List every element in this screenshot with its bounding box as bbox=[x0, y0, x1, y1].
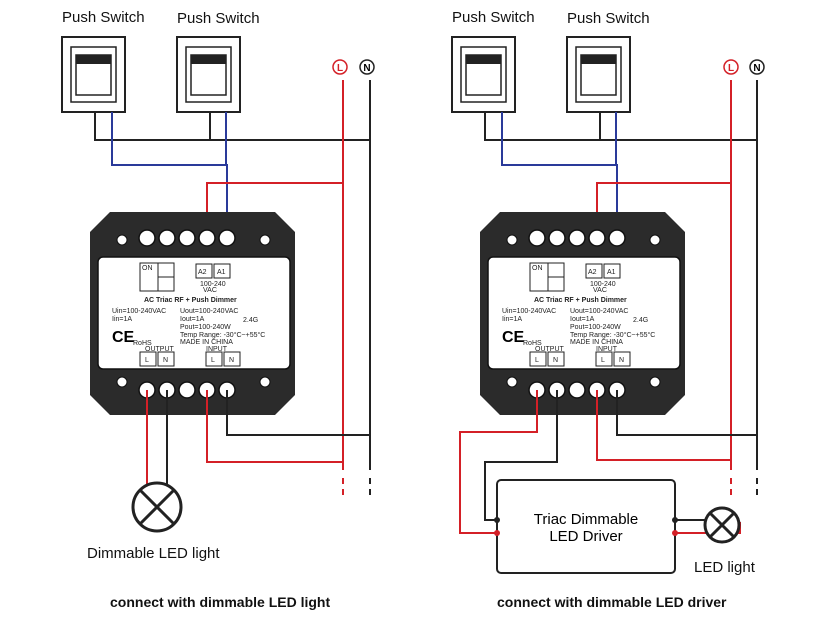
led-lamp-icon bbox=[131, 481, 183, 533]
terminal-n: N bbox=[163, 357, 168, 364]
spec: Iin=1A bbox=[112, 316, 132, 323]
a2-terminal: A2 bbox=[198, 269, 207, 276]
push-switch bbox=[61, 36, 126, 113]
a1-terminal: A1 bbox=[607, 269, 616, 276]
spec: MADE IN CHINA bbox=[180, 339, 233, 346]
load-label: Dimmable LED light bbox=[87, 545, 220, 562]
terminal-n: N bbox=[229, 357, 234, 364]
load-label: LED light bbox=[694, 559, 756, 576]
spec: Temp Range: -30°C~+55°C bbox=[570, 331, 655, 339]
module-label-left: ON A2 A1 100-240 VAC AC Triac RF + Push … bbox=[112, 265, 265, 364]
spec: Uin=100-240VAC bbox=[502, 308, 556, 315]
vac-label: VAC bbox=[203, 287, 217, 294]
spec: Iout=1A bbox=[180, 316, 205, 323]
spec: Uout=100-240VAC bbox=[570, 308, 628, 315]
vac-label: 100-240 bbox=[200, 281, 226, 288]
driver-label: Triac Dimmable bbox=[534, 511, 638, 528]
a1-terminal: A1 bbox=[217, 269, 226, 276]
rohs-label: RoHS bbox=[523, 340, 542, 347]
input-label: INPUT bbox=[596, 346, 618, 353]
spec: Pout=100-240W bbox=[570, 324, 621, 331]
spec: Iout=1A bbox=[570, 316, 595, 323]
vac-label: 100-240 bbox=[590, 281, 616, 288]
push-switch bbox=[451, 36, 516, 113]
spec: Uout=100-240VAC bbox=[180, 308, 238, 315]
ce-logo: CE bbox=[502, 329, 525, 346]
push-switch bbox=[566, 36, 631, 113]
spec: Uin=100-240VAC bbox=[112, 308, 166, 315]
on-label: ON bbox=[142, 265, 153, 272]
push-switch-label: Push Switch bbox=[452, 9, 535, 26]
terminal-n: N bbox=[619, 357, 624, 364]
module-label-right: ON A2 A1 100-240 VAC AC Triac RF + Push … bbox=[502, 265, 655, 364]
push-switch-label: Push Switch bbox=[177, 10, 260, 27]
push-switch-label: Push Switch bbox=[62, 9, 145, 26]
spec: Pout=100-240W bbox=[180, 324, 231, 331]
terminal-n: N bbox=[553, 357, 558, 364]
spec: MADE IN CHINA bbox=[570, 339, 623, 346]
neutral-terminal: N bbox=[363, 63, 370, 74]
terminal-l: L bbox=[145, 357, 149, 364]
module-title: AC Triac RF + Push Dimmer bbox=[534, 297, 627, 304]
caption: connect with dimmable LED driver bbox=[497, 594, 727, 610]
ce-logo: CE bbox=[112, 329, 135, 346]
terminal-l: L bbox=[211, 357, 215, 364]
module-title: AC Triac RF + Push Dimmer bbox=[144, 297, 237, 304]
neutral-terminal: N bbox=[753, 63, 760, 74]
spec: Iin=1A bbox=[502, 316, 522, 323]
input-label: INPUT bbox=[206, 346, 228, 353]
live-terminal: L bbox=[337, 63, 343, 74]
left-diagram: Push Switch Push Switch L N Dimmable LED… bbox=[61, 9, 375, 610]
rohs-label: RoHS bbox=[133, 340, 152, 347]
right-diagram: Push Switch Push Switch Triac Dimmable L… bbox=[451, 9, 765, 610]
rf-label: 2.4G bbox=[633, 317, 648, 324]
terminal-l: L bbox=[535, 357, 539, 364]
rf-label: 2.4G bbox=[243, 317, 258, 324]
spec: Temp Range: -30°C~+55°C bbox=[180, 331, 265, 339]
output-label: OUTPUT bbox=[145, 346, 175, 353]
caption: connect with dimmable LED light bbox=[110, 594, 330, 610]
on-label: ON bbox=[532, 265, 543, 272]
live-terminal: L bbox=[728, 63, 734, 74]
a2-terminal: A2 bbox=[588, 269, 597, 276]
push-switch bbox=[176, 36, 241, 113]
output-label: OUTPUT bbox=[535, 346, 565, 353]
driver-label: LED Driver bbox=[549, 528, 622, 545]
terminal-l: L bbox=[601, 357, 605, 364]
led-driver-box bbox=[496, 479, 676, 574]
led-lamp-icon bbox=[703, 506, 741, 544]
push-switch-label: Push Switch bbox=[567, 10, 650, 27]
vac-label: VAC bbox=[593, 287, 607, 294]
